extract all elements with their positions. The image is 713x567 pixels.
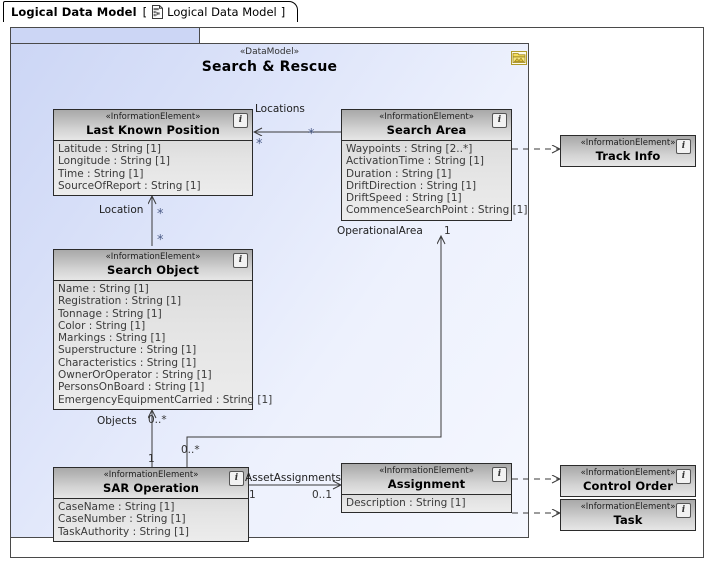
assoc-label-asset-assignments: AssetAssignments: [245, 472, 341, 484]
info-icon[interactable]: i: [233, 253, 248, 268]
class-name: Assignment: [387, 477, 466, 491]
class-assignment[interactable]: «InformationElement» Assignment i Descri…: [341, 463, 512, 514]
attribute-row: Time : String [1]: [58, 167, 144, 180]
attribute-row: Characteristics : String [1]: [58, 356, 197, 369]
package-folder-icon: [511, 50, 527, 65]
attribute-row: Latitude : String [1]: [58, 143, 161, 155]
class-name: Last Known Position: [86, 123, 220, 137]
assoc-label-locations: Locations: [255, 103, 305, 115]
info-icon[interactable]: i: [233, 113, 248, 128]
info-icon[interactable]: i: [229, 471, 244, 486]
class-name: Control Order: [583, 479, 673, 493]
assoc-mult-location-source: *: [157, 233, 164, 248]
attribute-row: Waypoints : String [2..*]: [346, 143, 473, 155]
class-attributes: Waypoints : String [2..*] ActivationTime…: [342, 141, 528, 220]
class-stereotype: «InformationElement»: [379, 112, 474, 122]
attribute-row: Description : String [1]: [346, 497, 466, 509]
class-name: Track Info: [595, 149, 661, 163]
assoc-mult-objects-target: 0..*: [148, 414, 167, 426]
diagram-frame-tab: [10, 27, 200, 44]
class-track-info[interactable]: «InformationElement» Track Info i: [560, 135, 696, 167]
class-stereotype: «InformationElement»: [105, 112, 201, 122]
class-attributes: Name : String [1] Registration : String …: [54, 281, 273, 409]
info-icon[interactable]: i: [676, 469, 691, 484]
class-stereotype: «InformationElement»: [580, 138, 676, 148]
class-stereotype: «InformationElement»: [580, 502, 676, 512]
class-search-area[interactable]: «InformationElement» Search Area i Waypo…: [341, 109, 528, 221]
assoc-mult-operational-area-target: 1: [444, 225, 451, 237]
class-name: SAR Operation: [102, 481, 200, 495]
assoc-label-operational-area: OperationalArea: [337, 225, 423, 237]
class-header: «InformationElement» Assignment i: [342, 464, 511, 495]
attribute-row: EmergencyEquipmentCarried : String [1]: [58, 393, 273, 406]
assoc-label-location: Location: [99, 204, 144, 216]
tab-title: Logical Data Model: [11, 5, 137, 19]
info-icon[interactable]: i: [492, 113, 507, 128]
attribute-row: Longitude : String [1]: [58, 155, 170, 168]
class-diagram-icon: [151, 5, 164, 19]
attribute-row: DriftDirection : String [1]: [346, 179, 477, 192]
tab-subtitle: Logical Data Model: [167, 5, 277, 19]
attribute-row: Tonnage : String [1]: [58, 307, 162, 320]
class-attributes: CaseName : String [1] CaseNumber : Strin…: [54, 499, 248, 541]
attribute-row: Duration : String [1]: [346, 167, 452, 180]
class-last-known-position[interactable]: «InformationElement» Last Known Position…: [53, 109, 253, 197]
assoc-mult-location-target: *: [157, 207, 164, 222]
tab-bracket-close: ]: [280, 5, 286, 19]
attribute-row: DriftSpeed : String [1]: [346, 192, 462, 205]
tab-logical-data-model[interactable]: Logical Data Model [ Logical Data Model …: [3, 1, 299, 22]
class-attributes: Latitude : String [1] Longitude : String…: [54, 141, 252, 196]
attribute-row: CaseNumber : String [1]: [58, 513, 186, 526]
class-name: Task: [613, 513, 643, 527]
info-icon[interactable]: i: [676, 139, 691, 154]
class-header: «InformationElement» Last Known Position…: [54, 110, 252, 141]
assoc-mult-operational-area-source: 0..*: [181, 444, 200, 456]
assoc-mult-asset-target: 0..1: [312, 489, 333, 501]
class-header: «InformationElement» Task i: [561, 500, 695, 530]
info-icon[interactable]: i: [492, 467, 507, 482]
attribute-row: Name : String [1]: [58, 283, 149, 295]
attribute-row: CommenceSearchPoint : String [1]: [346, 204, 528, 217]
info-icon[interactable]: i: [676, 503, 691, 518]
attribute-row: Superstructure : String [1]: [58, 344, 197, 357]
attribute-row: ActivationTime : String [1]: [346, 155, 485, 168]
assoc-mult-locations-source: *: [308, 127, 315, 142]
class-stereotype: «InformationElement»: [103, 470, 199, 480]
class-header: «InformationElement» Control Order i: [561, 466, 695, 496]
class-sar-operation[interactable]: «InformationElement» SAR Operation i Cas…: [53, 467, 249, 542]
class-stereotype: «InformationElement»: [379, 466, 474, 476]
class-header: «InformationElement» SAR Operation i: [54, 468, 248, 499]
attribute-row: Color : String [1]: [58, 319, 146, 332]
tab-bracket-open: [: [142, 5, 148, 19]
attribute-row: PersonsOnBoard : String [1]: [58, 381, 205, 394]
attribute-row: CaseName : String [1]: [58, 501, 175, 513]
class-header: «InformationElement» Search Area i: [342, 110, 511, 141]
attribute-row: SourceOfReport : String [1]: [58, 179, 201, 192]
class-stereotype: «InformationElement»: [580, 468, 676, 478]
assoc-mult-asset-source: 1: [249, 489, 256, 501]
assoc-mult-objects-source: 1: [148, 453, 155, 465]
tab-strip: Logical Data Model [ Logical Data Model …: [0, 0, 713, 23]
assoc-label-objects: Objects: [97, 415, 137, 427]
class-header: «InformationElement» Track Info i: [561, 136, 695, 166]
attribute-row: Registration : String [1]: [58, 295, 182, 308]
class-header: «InformationElement» Search Object i: [54, 250, 252, 281]
class-attributes: Description : String [1]: [342, 495, 511, 513]
class-control-order[interactable]: «InformationElement» Control Order i: [560, 465, 696, 497]
attribute-row: OwnerOrOperator : String [1]: [58, 369, 212, 382]
package-stereotype: «DataModel»: [239, 47, 300, 57]
class-task[interactable]: «InformationElement» Task i: [560, 499, 696, 531]
attribute-row: Markings : String [1]: [58, 332, 166, 345]
assoc-mult-locations-target: *: [256, 137, 263, 152]
attribute-row: TaskAuthority : String [1]: [58, 525, 190, 538]
package-name: Search & Rescue: [201, 59, 338, 75]
class-name: Search Object: [107, 263, 199, 277]
class-search-object[interactable]: «InformationElement» Search Object i Nam…: [53, 249, 273, 410]
class-name: Search Area: [386, 123, 467, 137]
class-stereotype: «InformationElement»: [105, 252, 201, 262]
